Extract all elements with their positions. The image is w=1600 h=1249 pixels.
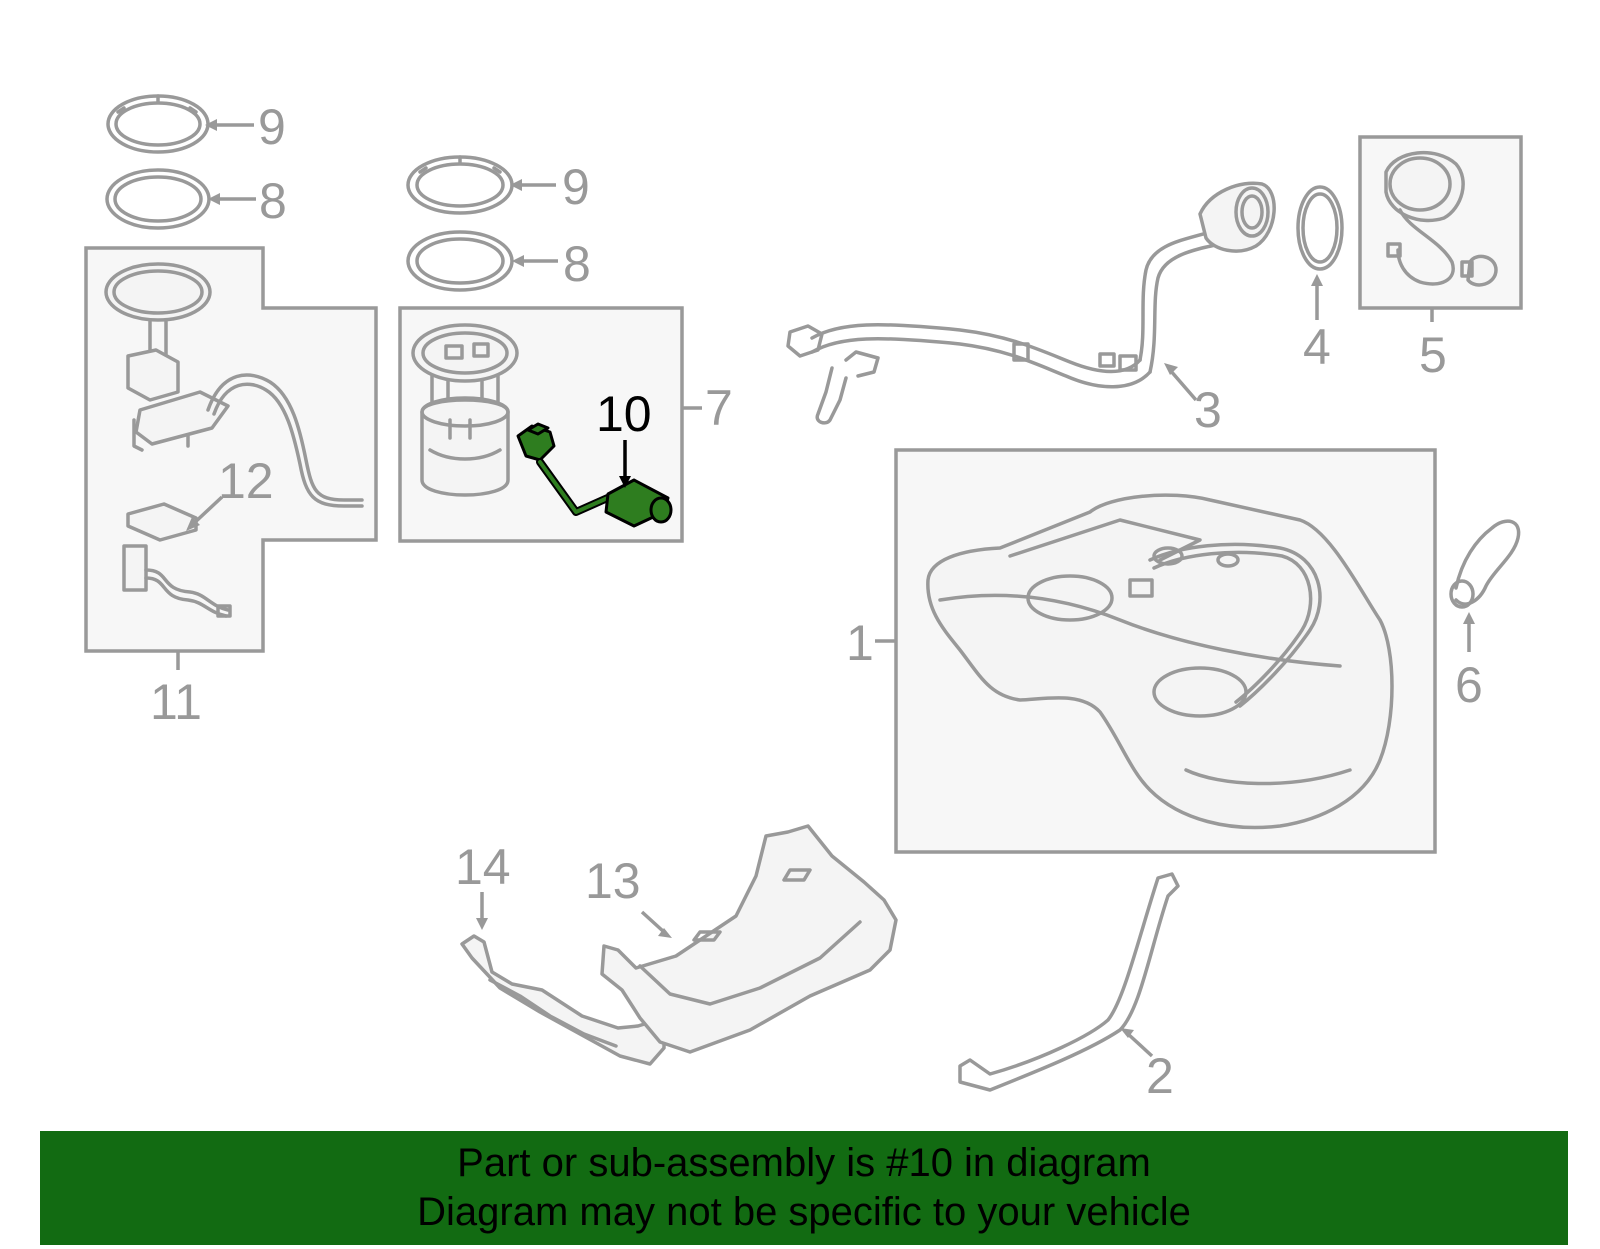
arrowhead-14 bbox=[476, 918, 488, 930]
callout-11: 11 bbox=[150, 674, 202, 730]
banner-line-disclaimer: Diagram may not be specific to your vehi… bbox=[417, 1190, 1191, 1234]
retainer-ring-9-middle bbox=[406, 155, 514, 215]
callout-6: 6 bbox=[1455, 657, 1483, 713]
callout-10: 10 bbox=[596, 386, 652, 442]
retainer-ring-9-left bbox=[106, 94, 210, 154]
leader-13 bbox=[640, 910, 666, 934]
o-ring-8-left bbox=[105, 168, 211, 230]
arrowhead-13 bbox=[658, 928, 672, 938]
fuel-cap-5 bbox=[1384, 150, 1498, 287]
fuel-level-sensor-10 bbox=[516, 422, 673, 528]
leader-2 bbox=[1126, 1032, 1154, 1058]
leader-12 bbox=[190, 495, 224, 527]
fuel-pump-module-11 bbox=[104, 262, 364, 508]
callout-2: 2 bbox=[1146, 1048, 1174, 1104]
assembly-box-11 bbox=[84, 246, 378, 653]
arrowhead-9-middle bbox=[510, 179, 522, 191]
filler-pipe-3 bbox=[786, 181, 1276, 425]
fuel-pump-module-7 bbox=[411, 323, 519, 497]
callout-9-middle: 9 bbox=[562, 159, 590, 215]
arrowhead-12 bbox=[186, 517, 200, 531]
banner-line-part-info: Part or sub-assembly is #10 in diagram bbox=[457, 1141, 1151, 1185]
arrowhead-10 bbox=[619, 476, 631, 488]
callout-7: 7 bbox=[705, 380, 733, 436]
callout-9-left: 9 bbox=[258, 99, 286, 155]
tank-strap-2 bbox=[958, 872, 1180, 1092]
callout-5: 5 bbox=[1419, 327, 1447, 383]
arrowhead-8-middle bbox=[512, 255, 524, 267]
fuel-tank-1 bbox=[926, 493, 1394, 830]
arrowhead-2 bbox=[1120, 1028, 1134, 1038]
callout-1: 1 bbox=[846, 615, 874, 671]
arrowhead-8-left bbox=[208, 193, 220, 205]
heat-shield-13 bbox=[600, 824, 898, 1054]
arrowhead-6 bbox=[1463, 612, 1475, 624]
fuel-level-sender-12 bbox=[122, 502, 232, 618]
callout-8-middle: 8 bbox=[563, 236, 591, 292]
gasket-4 bbox=[1296, 185, 1344, 271]
callout-8-left: 8 bbox=[259, 173, 287, 229]
leader-3 bbox=[1168, 368, 1198, 402]
callout-4: 4 bbox=[1303, 319, 1331, 375]
callout-13: 13 bbox=[585, 853, 641, 909]
arrowhead-9-left bbox=[205, 119, 217, 131]
arrowhead-3 bbox=[1164, 363, 1178, 375]
vent-hose-6 bbox=[1449, 519, 1521, 609]
info-banner: Part or sub-assembly is #10 in diagram D… bbox=[40, 1131, 1568, 1245]
arrowhead-4 bbox=[1311, 274, 1323, 286]
o-ring-8-middle bbox=[406, 230, 514, 292]
callout-14: 14 bbox=[455, 839, 511, 895]
callout-3: 3 bbox=[1194, 382, 1222, 438]
callout-12: 12 bbox=[218, 453, 274, 509]
